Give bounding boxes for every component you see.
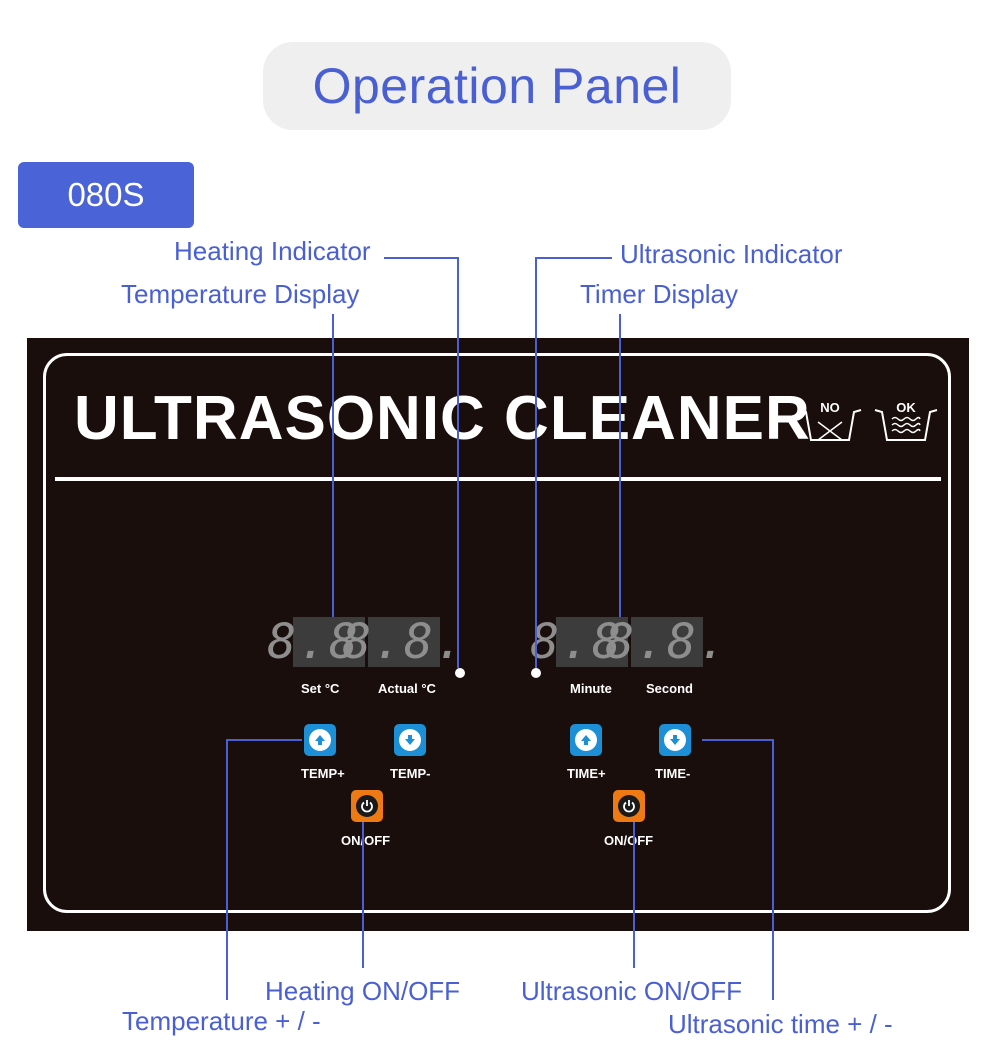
panel-border (43, 353, 951, 913)
arrow-up-icon (309, 729, 331, 751)
no-water-basin-icon: NO (798, 400, 862, 441)
arrow-up-icon (575, 729, 597, 751)
temperature-display-label: Temperature Display (121, 279, 360, 309)
ultrasonic-indicator-label: Ultrasonic Indicator (620, 239, 843, 269)
temp-minus-button[interactable] (394, 724, 426, 756)
temp-plus-label: TEMP+ (301, 766, 345, 781)
ultrasonic-onoff-button[interactable] (613, 790, 645, 822)
panel-divider (55, 477, 941, 481)
page-title: Operation Panel (312, 58, 682, 114)
temp-minus-label: TEMP- (390, 766, 431, 781)
minute-caption: Minute (570, 681, 612, 696)
arrow-down-icon (664, 729, 686, 751)
temperature-plusminus-callout: Temperature + / - (122, 1006, 321, 1036)
set-temp-caption: Set °C (301, 681, 340, 696)
ultrasonic-indicator-led (531, 668, 541, 678)
model-badge: 080S (18, 162, 194, 228)
panel-title: ULTRASONIC CLEANER (74, 384, 811, 453)
control-panel (27, 338, 969, 931)
time-plus-label: TIME+ (567, 766, 606, 781)
temp-plus-button[interactable] (304, 724, 336, 756)
heating-indicator-label: Heating Indicator (174, 236, 371, 266)
power-icon (356, 795, 378, 817)
ultrasonic-onoff-callout: Ultrasonic ON/OFF (521, 976, 743, 1006)
no-wash-text: NO (820, 400, 840, 415)
ultrasonic-time-plusminus-callout: Ultrasonic time + / - (668, 1009, 893, 1039)
actual-temp-caption: Actual °C (378, 681, 436, 696)
water-basin-icon: OK (874, 400, 938, 441)
model-label: 080S (67, 176, 145, 213)
heating-onoff-label: ON/OFF (341, 833, 391, 848)
title-pill: Operation Panel (263, 42, 731, 130)
ok-wash-text: OK (896, 400, 916, 415)
second-caption: Second (646, 681, 693, 696)
heating-onoff-callout: Heating ON/OFF (265, 976, 461, 1006)
time-minus-label: TIME- (655, 766, 691, 781)
arrow-down-icon (399, 729, 421, 751)
power-icon (618, 795, 640, 817)
heating-onoff-button[interactable] (351, 790, 383, 822)
time-minus-button[interactable] (659, 724, 691, 756)
heating-indicator-led (455, 668, 465, 678)
time-plus-button[interactable] (570, 724, 602, 756)
ultrasonic-onoff-label: ON/OFF (604, 833, 654, 848)
timer-display-label: Timer Display (580, 279, 738, 309)
